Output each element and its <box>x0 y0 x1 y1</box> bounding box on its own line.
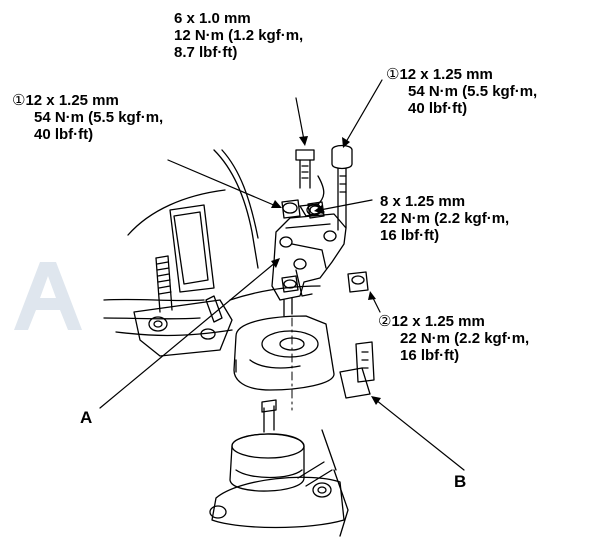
bolts <box>281 144 369 317</box>
leader-lines <box>99 79 465 471</box>
mount-block <box>233 315 335 391</box>
left-bracket <box>133 204 233 357</box>
circled-number-1: ① <box>386 66 400 83</box>
callout-6x1-bolt: 6 x 1.0 mm 12 N·m (1.2 kgf·m, 8.7 lbf·ft… <box>174 10 303 61</box>
callout-12x125-nut: ②12 x 1.25 mm 22 N·m (2.2 kgf·m, 16 lbf·… <box>378 313 529 364</box>
callout-line: 16 lbf·ft) <box>380 227 440 244</box>
lower-mount <box>209 399 349 537</box>
leader-arrowheads <box>271 136 381 405</box>
callout-line: 12 x 1.25 mm <box>25 92 119 109</box>
label-b: B <box>454 472 467 491</box>
bracket-b <box>339 341 375 399</box>
callout-12x125-bolt-right: ①12 x 1.25 mm 54 N·m (5.5 kgf·m, 40 lbf·… <box>386 66 537 117</box>
callout-line: 12 x 1.25 mm <box>391 313 485 330</box>
circled-number-1: ① <box>12 92 26 109</box>
body-outline <box>103 149 321 337</box>
callout-line: 54 N·m (5.5 kgf·m, <box>34 109 164 126</box>
callout-line: 8 x 1.25 mm <box>380 193 466 210</box>
label-a: A <box>80 408 93 427</box>
callout-line: 22 N·m (2.2 kgf·m, <box>400 330 530 347</box>
callout-8x125-bolt: 8 x 1.25 mm 22 N·m (2.2 kgf·m, 16 lbf·ft… <box>380 193 509 244</box>
callout-line: 40 lbf·ft) <box>34 126 94 143</box>
callout-12x125-bolt-left: ①12 x 1.25 mm 54 N·m (5.5 kgf·m, 40 lbf·… <box>12 92 163 143</box>
callout-line: 6 x 1.0 mm <box>174 10 251 27</box>
callout-line: 40 lbf·ft) <box>408 100 468 117</box>
circled-number-2: ② <box>378 313 392 330</box>
callout-line: 16 lbf·ft) <box>400 347 460 364</box>
callout-line: 12 N·m (1.2 kgf·m, <box>174 27 304 44</box>
callout-line: 8.7 lbf·ft) <box>174 44 238 61</box>
callout-line: 22 N·m (2.2 kgf·m, <box>380 210 510 227</box>
callout-line: 54 N·m (5.5 kgf·m, <box>408 83 538 100</box>
callout-line: 12 x 1.25 mm <box>399 66 493 83</box>
watermark-shape <box>14 262 82 330</box>
